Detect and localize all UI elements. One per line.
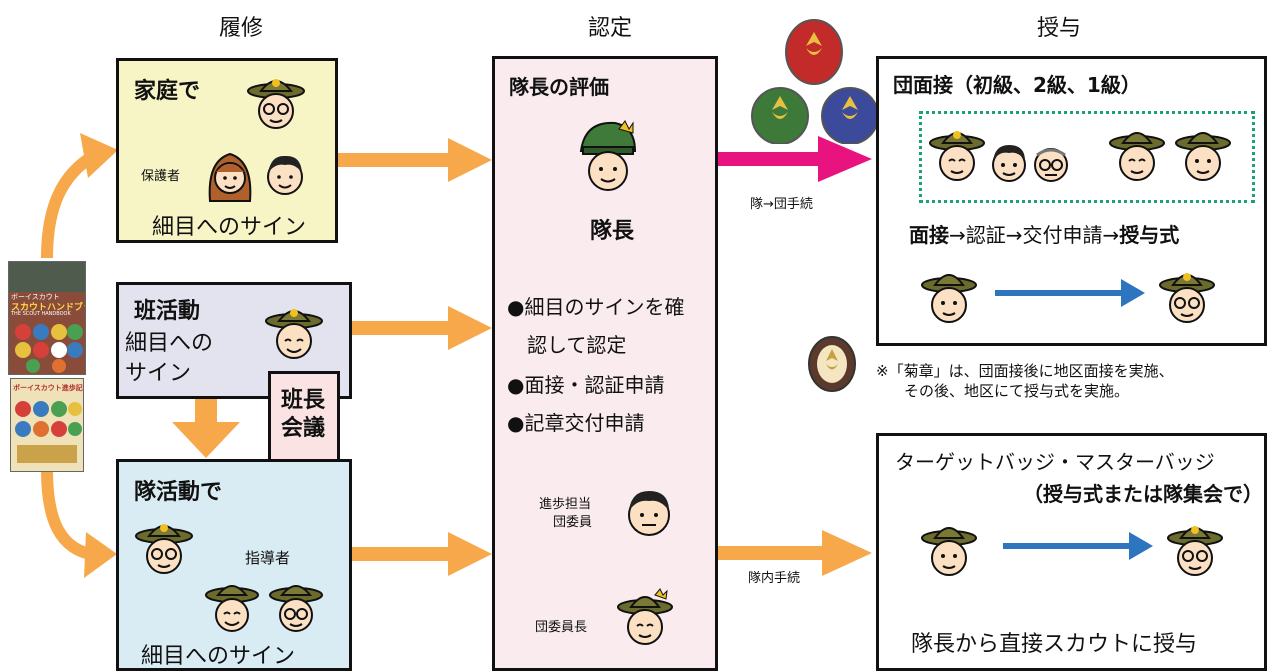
target-title: ターゲットバッジ・マスターバッジ <box>895 450 1215 474</box>
arrow-troop-body <box>338 547 450 561</box>
advancement-label-1: 進歩担当 <box>539 497 592 512</box>
scout-handbook-image: ボーイスカウト スカウトハンドブック THE SCOUT HANDBOOK <box>8 261 86 375</box>
interview-scout-face-icon <box>929 131 985 181</box>
interviewer-face-icon-2 <box>1034 148 1068 182</box>
troop-leader-face-icon-1 <box>205 585 259 632</box>
column-header-rishu: 履修 <box>218 16 263 41</box>
arrow-home-head <box>448 138 492 182</box>
blue-arrow-2-head <box>1129 532 1153 560</box>
interview-receiver-face-icon <box>1159 273 1215 323</box>
chrysanthemum-note-2: その後、地区にて授与式を実施。 <box>904 382 1130 400</box>
interview-flow-step-interview: 面接 <box>909 223 949 247</box>
scoutmaster-box: 隊長の評価 隊長 ●細目のサインを確 認して認定 ●面接・認証申請 ●記章交付申… <box>492 56 718 671</box>
arrow-down-body <box>195 398 217 424</box>
target-badge-box: ターゲットバッジ・マスターバッジ （授与式または隊集会で） 隊長から直接スカウト… <box>876 433 1267 671</box>
troop-leader-face-icon-2 <box>269 585 323 632</box>
target-footer: 隊長から直接スカウトに授与 <box>911 632 1198 657</box>
interview-flow-step-ceremony: 授与式 <box>1119 223 1180 247</box>
blue-arrow-1-head <box>1121 279 1145 307</box>
scoutmaster-bullet-3: ●面接・認証申請 <box>507 373 665 397</box>
interview-giver-face-icon <box>921 274 977 323</box>
guardian-man-icon <box>267 155 303 195</box>
target-giver-face-icon <box>921 527 977 576</box>
scoutmaster-bullet-2: 認して認定 <box>507 333 627 357</box>
interviewer-face-icon-1 <box>992 145 1026 182</box>
plc-line1: 班長 <box>281 388 326 413</box>
interview-leader-face-icon-2 <box>1175 132 1231 181</box>
patrol-sign-text-1: 細目への <box>125 331 214 356</box>
handbook-subtitle: スカウトハンドブック <box>11 303 85 313</box>
chrysanthemum-badge-icon <box>808 336 856 392</box>
chair-label: 団委員長 <box>535 620 588 635</box>
blue-arrow-1-body <box>995 290 1123 296</box>
curve-arrow-up <box>41 149 99 259</box>
interview-panel-dotted <box>919 111 1255 203</box>
scoutmaster-role: 隊長 <box>590 219 635 244</box>
patrol-title: 班活動 <box>134 299 201 324</box>
in-troop-label: 隊内手続 <box>748 571 801 586</box>
scoutmaster-bullet-4: ●記章交付申請 <box>507 411 645 435</box>
home-title: 家庭で <box>134 79 201 104</box>
interview-flow-middle: →認証→交付申請→ <box>949 223 1120 247</box>
curve-arrow-up-head <box>80 133 118 178</box>
scoutmaster-title: 隊長の評価 <box>509 75 609 99</box>
arrow-target-body <box>718 546 830 560</box>
scoutmaster-bullet-1: ●細目のサインを確 <box>507 295 685 319</box>
guardian-woman-icon <box>208 152 252 202</box>
patrol-leader-face-icon <box>265 309 323 359</box>
group-chair-face-icon <box>617 588 673 645</box>
target-receiver-face-icon <box>1167 526 1223 576</box>
home-sign-text: 細目へのサイン <box>152 215 307 240</box>
column-header-juyo: 授与 <box>1036 16 1081 41</box>
patrol-box: 班活動 細目への サイン <box>116 282 352 399</box>
plc-line2: 会議 <box>281 416 326 441</box>
arrow-troop-head <box>448 532 492 576</box>
badge-book-title: ボーイスカウト進歩記章 <box>13 384 84 392</box>
arrow-magenta-body <box>718 152 828 166</box>
arrow-home-body <box>338 153 450 167</box>
arrow-magenta-head <box>818 136 872 182</box>
advancement-member-face-icon <box>628 491 670 536</box>
arrow-patrol-head <box>448 306 492 350</box>
group-interview-box: 団面接（初級、2級、1級） 面接→認証→交付 <box>876 56 1267 346</box>
rank-badges-icon <box>751 19 879 144</box>
curve-arrow-down <box>41 469 97 561</box>
blue-arrow-2-body <box>1003 543 1131 549</box>
guardian-label: 保護者 <box>141 169 181 184</box>
troop-title: 隊活動で <box>134 480 223 505</box>
handbook-en-title: THE SCOUT HANDBOOK <box>11 311 71 317</box>
advancement-label-2: 団委員 <box>553 515 593 530</box>
interview-leader-face-icon-1 <box>1109 132 1165 181</box>
scout-face-icon <box>247 79 305 129</box>
interview-title: 団面接（初級、2級、1級） <box>893 73 1141 97</box>
leader-label: 指導者 <box>245 549 291 567</box>
troop-box: 隊活動で 指導者 細目へのサイン <box>116 459 352 671</box>
badge-book-image: ボーイスカウト進歩記章 <box>10 378 84 472</box>
arrow-target-head <box>822 530 872 576</box>
interview-flow: 面接→認証→交付申請→授与式 <box>909 219 1179 248</box>
scoutmaster-face-icon <box>579 120 637 191</box>
troop-to-group-label: 隊→団手続 <box>750 197 813 212</box>
handbook-title: ボーイスカウト <box>11 293 60 301</box>
target-subtitle: （授与式または隊集会で） <box>1023 482 1263 506</box>
patrol-sign-text-2: サイン <box>125 361 192 386</box>
arrow-down-head <box>172 422 240 458</box>
troop-sign-text: 細目へのサイン <box>141 644 296 669</box>
curve-arrow-down-head <box>84 532 117 578</box>
home-box: 家庭で 保護者 細目へのサイン <box>116 58 338 243</box>
column-header-nintei: 認定 <box>587 16 632 41</box>
troop-scout-face-icon <box>135 524 193 574</box>
arrow-patrol-body <box>338 321 450 335</box>
chrysanthemum-note-1: ※「菊章」は、団面接後に地区面接を実施、 <box>876 362 1174 380</box>
